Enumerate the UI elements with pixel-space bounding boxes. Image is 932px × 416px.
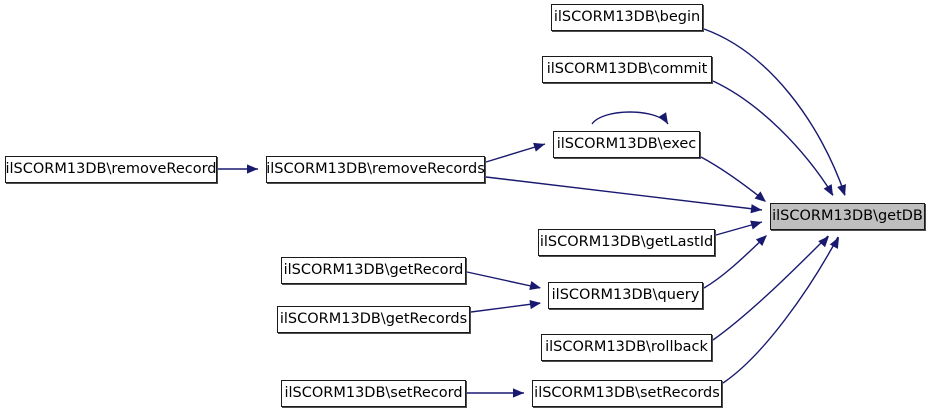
graph-node-label: ilSCORM13DB\getDB bbox=[772, 208, 923, 225]
graph-node-removeRecords[interactable]: ilSCORM13DB\removeRecords bbox=[266, 156, 485, 183]
arrowhead-icon bbox=[513, 388, 524, 398]
graph-node-rollback[interactable]: ilSCORM13DB\rollback bbox=[541, 334, 712, 361]
graph-node-label: ilSCORM13DB\getRecords bbox=[279, 311, 468, 328]
arrowhead-icon bbox=[533, 142, 545, 152]
arrowhead-icon bbox=[658, 112, 668, 124]
graph-node-label: ilSCORM13DB\begin bbox=[553, 9, 701, 26]
graph-node-label: ilSCORM13DB\getLastId bbox=[539, 234, 714, 251]
graph-node-label: ilSCORM13DB\setRecord bbox=[284, 385, 463, 402]
edge-exec-to-getDB bbox=[700, 156, 766, 202]
edge-removeRecords-to-getDB bbox=[485, 176, 763, 211]
edge-getRecords-to-query bbox=[470, 302, 541, 313]
edge-getLastId-to-getDB bbox=[715, 221, 763, 236]
graph-node-getRecord[interactable]: ilSCORM13DB\getRecord bbox=[281, 257, 466, 284]
graph-node-query[interactable]: ilSCORM13DB\query bbox=[548, 282, 703, 309]
arrowhead-icon bbox=[755, 235, 767, 246]
arrowhead-icon bbox=[529, 299, 541, 310]
graph-node-label: ilSCORM13DB\setRecords bbox=[534, 385, 720, 402]
arrowhead-icon bbox=[754, 191, 766, 202]
graph-node-label: ilSCORM13DB\removeRecords bbox=[266, 161, 485, 178]
graph-node-getRecords[interactable]: ilSCORM13DB\getRecords bbox=[277, 306, 470, 333]
graph-node-label: ilSCORM13DB\exec bbox=[556, 136, 697, 153]
edge-getRecord-to-query bbox=[466, 271, 541, 289]
graph-node-exec[interactable]: ilSCORM13DB\exec bbox=[553, 131, 700, 158]
arrowhead-icon bbox=[750, 204, 762, 214]
arrowhead-icon bbox=[247, 164, 258, 174]
edge-rollback-to-getDB bbox=[712, 235, 829, 341]
edge-begin-to-getDB bbox=[703, 28, 846, 196]
arrowhead-icon bbox=[818, 236, 829, 248]
graph-node-label: ilSCORM13DB\rollback bbox=[545, 339, 708, 356]
arrowhead-icon bbox=[829, 237, 839, 249]
graph-node-label: ilSCORM13DB\query bbox=[551, 287, 700, 304]
edge-commit-to-getDB bbox=[712, 80, 834, 196]
arrowhead-icon bbox=[529, 281, 541, 291]
arrowhead-icon bbox=[823, 184, 833, 196]
arrowhead-icon bbox=[837, 184, 846, 196]
arrowhead-icon bbox=[750, 220, 762, 230]
graph-node-label: ilSCORM13DB\getRecord bbox=[283, 262, 464, 279]
graph-node-setRecords[interactable]: ilSCORM13DB\setRecords bbox=[532, 380, 722, 407]
graph-node-removeRecord[interactable]: ilSCORM13DB\removeRecord bbox=[5, 156, 217, 183]
graph-node-getDB[interactable]: ilSCORM13DB\getDB bbox=[770, 203, 925, 230]
edge-setRecords-to-getDB bbox=[722, 236, 839, 384]
edge-exec-to-exec bbox=[591, 111, 669, 125]
graph-node-label: ilSCORM13DB\commit bbox=[546, 61, 708, 78]
graph-node-label: ilSCORM13DB\removeRecord bbox=[5, 161, 217, 178]
graph-node-getLastId[interactable]: ilSCORM13DB\getLastId bbox=[538, 229, 715, 256]
edge-removeRecords-to-exec bbox=[485, 143, 546, 163]
graph-node-commit[interactable]: ilSCORM13DB\commit bbox=[542, 56, 712, 83]
graph-node-begin[interactable]: ilSCORM13DB\begin bbox=[551, 4, 703, 31]
graph-node-setRecord[interactable]: ilSCORM13DB\setRecord bbox=[281, 380, 466, 407]
